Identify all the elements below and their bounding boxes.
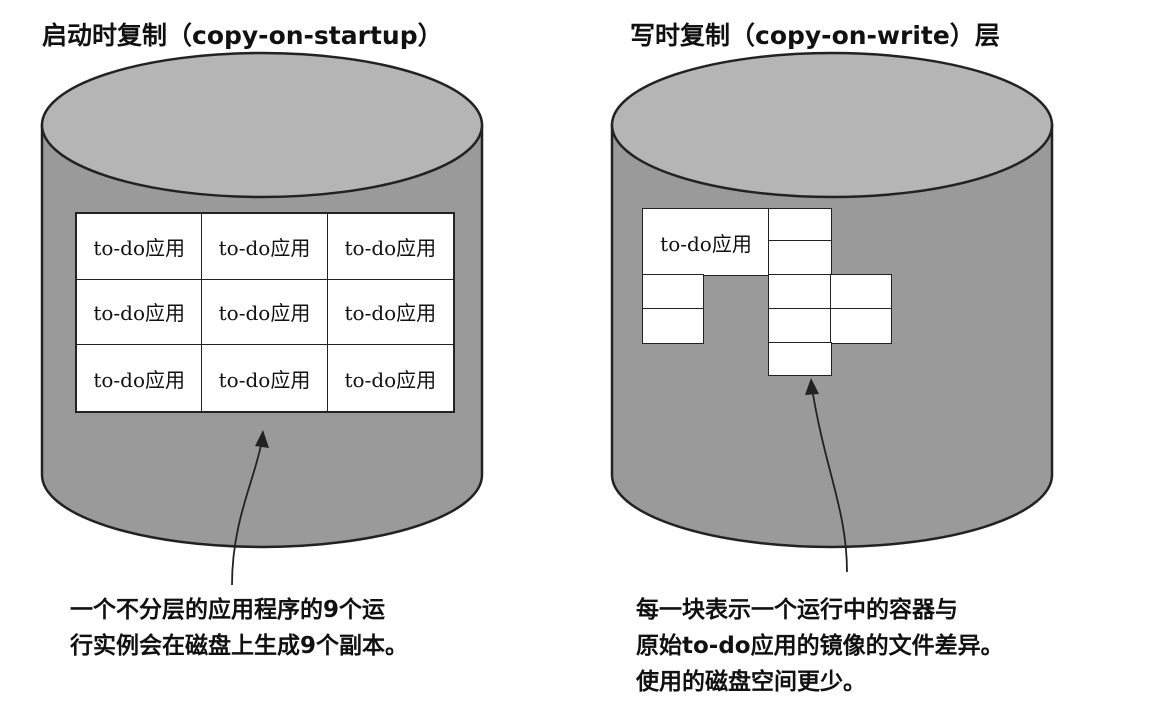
right-caption-line: 每一块表示一个运行中的容器与 [636,597,958,623]
diff-block [830,274,892,310]
left-caption-line: 一个不分层的应用程序的9个运 [70,597,386,623]
diff-block [768,308,832,344]
copy-cell: to-do应用 [77,214,203,280]
diff-block [642,308,704,344]
base-image-block: to-do应用 [642,208,770,276]
copy-cell: to-do应用 [327,345,453,411]
left-arrow [231,430,269,586]
copy-cell: to-do应用 [202,345,328,411]
left-cylinder-top [40,51,484,199]
diff-block [642,274,704,310]
copy-cell: to-do应用 [327,214,453,280]
right-title: 写时复制（copy-on-write）层 [630,21,1000,50]
diff-block [768,208,832,242]
left-copies-grid: to-do应用 to-do应用 to-do应用 to-do应用 to-do应用 … [75,212,455,413]
right-caption: 每一块表示一个运行中的容器与 原始to-do应用的镜像的文件差异。 使用的磁盘空… [636,592,1004,700]
copy-cell: to-do应用 [202,279,328,346]
right-caption-line: 使用的磁盘空间更少。 [636,669,866,695]
copy-cell: to-do应用 [77,279,203,346]
left-title: 启动时复制（copy-on-startup） [42,21,443,50]
diff-block [830,308,892,344]
left-caption: 一个不分层的应用程序的9个运 行实例会在磁盘上生成9个副本。 [70,592,408,664]
left-caption-line: 行实例会在磁盘上生成9个副本。 [70,633,409,659]
diff-block [768,342,832,376]
right-arrow [805,378,848,573]
right-caption-line: 原始to-do应用的镜像的文件差异。 [636,633,1004,659]
diff-block [768,274,832,310]
copy-cell: to-do应用 [202,214,328,280]
copy-cell: to-do应用 [77,345,203,411]
right-cylinder-top [610,51,1054,199]
copy-cell: to-do应用 [327,279,453,346]
diff-block [768,240,832,276]
